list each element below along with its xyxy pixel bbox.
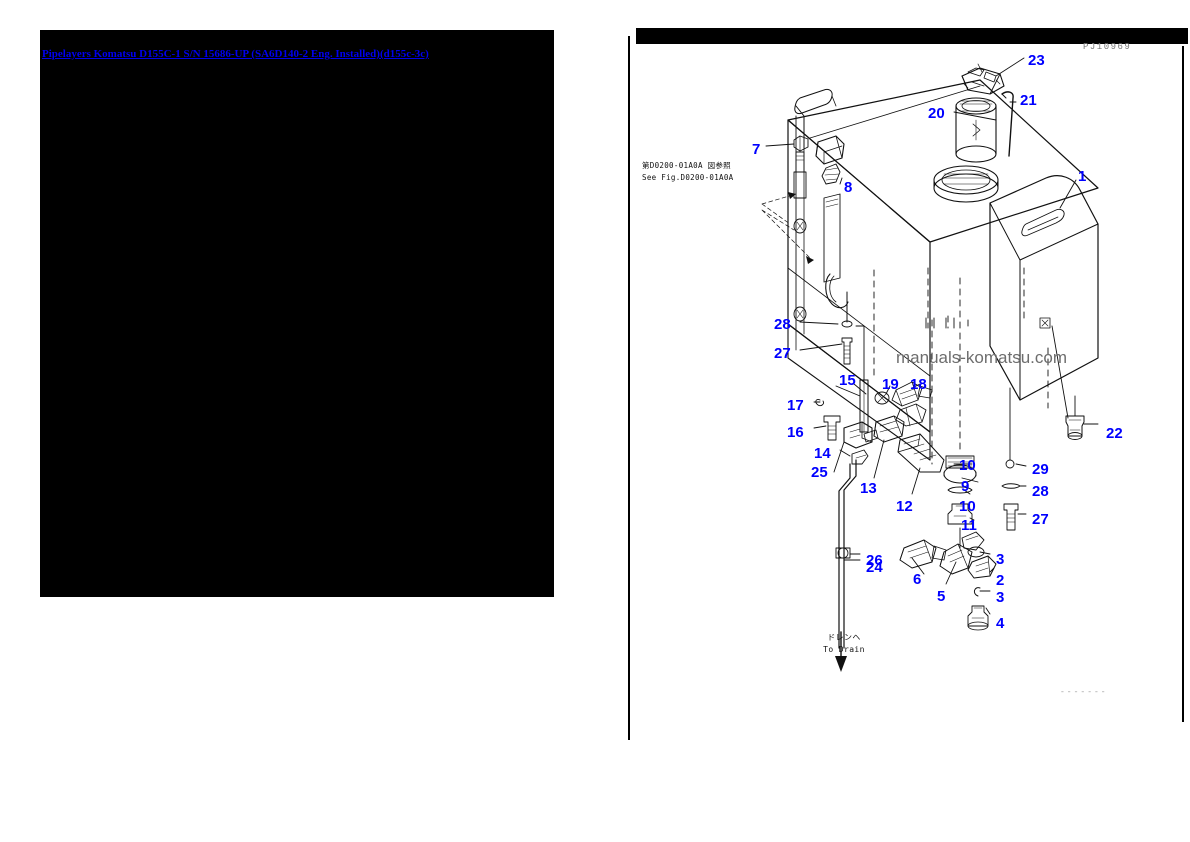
callout-number-1[interactable]: 1 xyxy=(1078,168,1087,185)
callout-number-27[interactable]: 27 xyxy=(1032,511,1049,528)
parts-diagram-sheet: PJ10969 ------- xyxy=(628,28,1188,740)
callout-number-21[interactable]: 21 xyxy=(1020,92,1037,109)
document-title-link[interactable]: Pipelayers Komatsu D155C-1 S/N 15686-UP … xyxy=(42,48,429,60)
callout-number-4[interactable]: 4 xyxy=(996,615,1005,632)
callout-number-10[interactable]: 10 xyxy=(959,457,976,474)
fuel-tank-assembly-drawing xyxy=(761,57,1099,672)
drain-note-japanese: ドレンヘ xyxy=(827,633,861,642)
callout-number-27[interactable]: 27 xyxy=(774,345,791,362)
reference-note-english: See Fig.D0200-01A0A xyxy=(642,173,734,182)
callout-number-28[interactable]: 28 xyxy=(774,316,791,333)
sheet-bottom-code-label: ------- xyxy=(1060,688,1108,697)
sheet-header-bar xyxy=(636,28,1188,44)
reference-note-japanese: 第D0200-01A0A 図参照 xyxy=(642,161,731,170)
callout-number-3[interactable]: 3 xyxy=(996,589,1005,606)
callout-number-26[interactable]: 26 xyxy=(866,552,883,569)
document-preview-panel xyxy=(40,30,554,597)
sheet-code-label: PJ10969 xyxy=(1083,42,1132,52)
callout-number-19[interactable]: 19 xyxy=(882,376,899,393)
callout-number-16[interactable]: 16 xyxy=(787,424,804,441)
sheet-left-border xyxy=(628,36,630,740)
callout-number-25[interactable]: 25 xyxy=(811,464,828,481)
callout-number-15[interactable]: 15 xyxy=(839,372,856,389)
callout-number-11[interactable]: 11 xyxy=(961,517,977,534)
callout-number-20[interactable]: 20 xyxy=(928,105,945,122)
sheet-right-border xyxy=(1182,46,1184,722)
callout-number-7[interactable]: 7 xyxy=(752,141,761,158)
callout-number-28[interactable]: 28 xyxy=(1032,483,1049,500)
callout-number-17[interactable]: 17 xyxy=(787,397,804,414)
callout-number-14[interactable]: 14 xyxy=(814,445,831,462)
callout-number-29[interactable]: 29 xyxy=(1032,461,1049,478)
callout-number-23[interactable]: 23 xyxy=(1028,52,1045,69)
callout-number-2[interactable]: 2 xyxy=(996,572,1005,589)
callout-number-22[interactable]: 22 xyxy=(1106,425,1123,442)
callout-number-8[interactable]: 8 xyxy=(844,179,853,196)
callout-number-9[interactable]: 9 xyxy=(961,478,970,495)
callout-number-3[interactable]: 3 xyxy=(996,551,1005,568)
callout-number-13[interactable]: 13 xyxy=(860,480,877,497)
callout-number-6[interactable]: 6 xyxy=(913,571,922,588)
callout-number-24[interactable]: 24 xyxy=(866,559,883,576)
callout-number-18[interactable]: 18 xyxy=(910,376,927,393)
callout-number-10[interactable]: 10 xyxy=(959,498,976,515)
callout-number-12[interactable]: 12 xyxy=(896,498,913,515)
drain-note-english: To Drain xyxy=(823,645,865,654)
callout-number-5[interactable]: 5 xyxy=(937,588,946,605)
